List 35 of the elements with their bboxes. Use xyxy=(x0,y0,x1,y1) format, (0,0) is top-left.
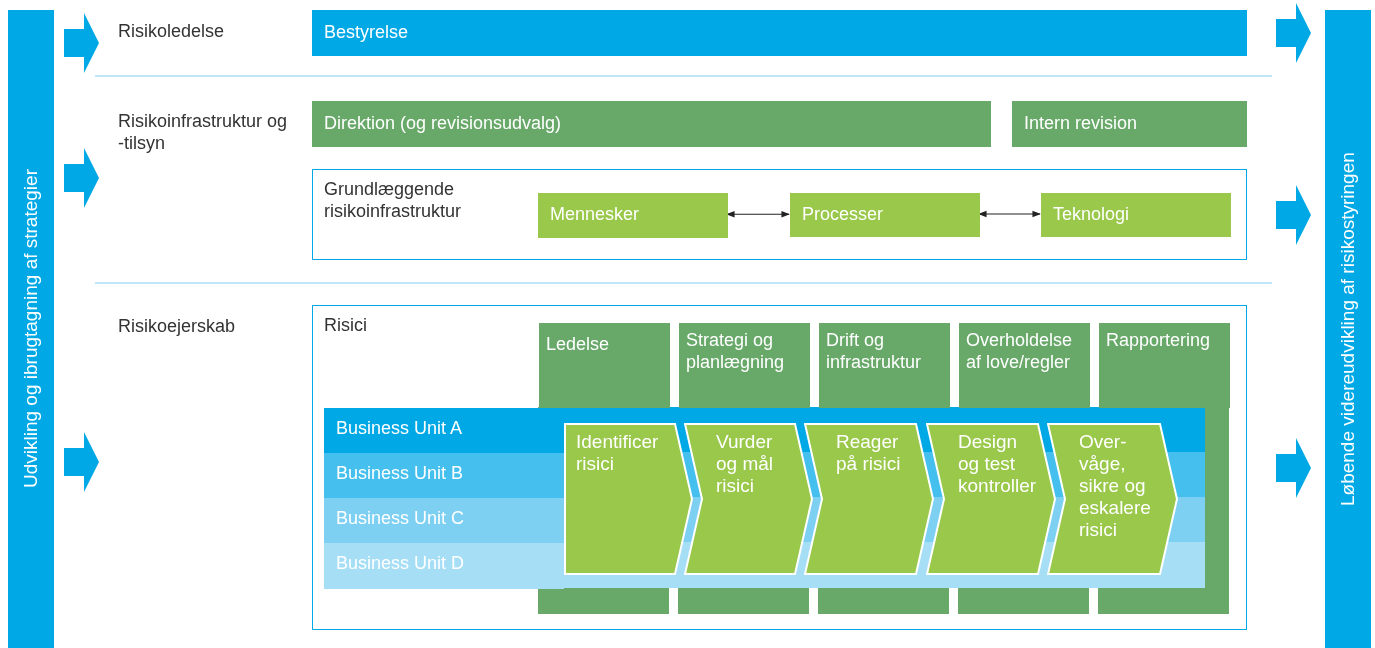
process-step-shape: Reager på risici xyxy=(804,423,934,575)
row-heading: Risikoejerskab xyxy=(118,315,237,337)
block-arrow xyxy=(1276,3,1311,63)
component-box: Processer xyxy=(790,193,980,237)
panel-heading: Grundlæggende risikoinfrastruktur xyxy=(324,178,463,222)
process-step-shape: Vurder og mål risici xyxy=(684,423,813,575)
side-banner: Udvikling og ibrugtagning af strategier xyxy=(8,10,54,648)
category-column: Ledelse xyxy=(539,323,670,408)
component-box: Mennesker xyxy=(538,193,728,238)
side-banner: Løbende videreudvikling af risikostyringen xyxy=(1325,10,1371,648)
row-heading: Risikoledelse xyxy=(118,20,226,42)
process-step-shape: Over- våge, sikre og eskalere risici xyxy=(1047,423,1178,575)
block-arrow xyxy=(1276,438,1311,498)
category-column: Strategi og planlægning xyxy=(679,323,810,408)
block-arrow xyxy=(64,13,99,73)
level-bar: Bestyrelse xyxy=(312,10,1247,56)
panel-heading: Risici xyxy=(324,314,368,336)
category-column: Drift og infrastruktur xyxy=(819,323,950,408)
process-step-shape: Design og test kontroller xyxy=(926,423,1056,575)
business-unit-band: Business Unit A xyxy=(324,408,564,453)
block-arrow xyxy=(64,432,99,492)
business-unit-band: Business Unit D xyxy=(324,543,564,589)
process-step-shape: Identificer risici xyxy=(564,423,693,575)
business-unit-band: Business Unit B xyxy=(324,453,564,498)
level-bar: Direktion (og revisionsudvalg) xyxy=(312,101,991,147)
category-column: Rapportering xyxy=(1099,323,1230,408)
panel-box xyxy=(312,305,1247,630)
panel-box xyxy=(312,169,1247,260)
row-heading: Risikoinfrastruktur og -tilsyn xyxy=(118,110,289,154)
block-arrow xyxy=(1276,185,1311,245)
component-box: Teknologi xyxy=(1041,193,1231,237)
block-arrow xyxy=(64,148,99,208)
level-bar: Intern revision xyxy=(1012,101,1247,147)
business-unit-band: Business Unit C xyxy=(324,498,564,543)
category-column: Overholdelse af love/regler xyxy=(959,323,1090,408)
